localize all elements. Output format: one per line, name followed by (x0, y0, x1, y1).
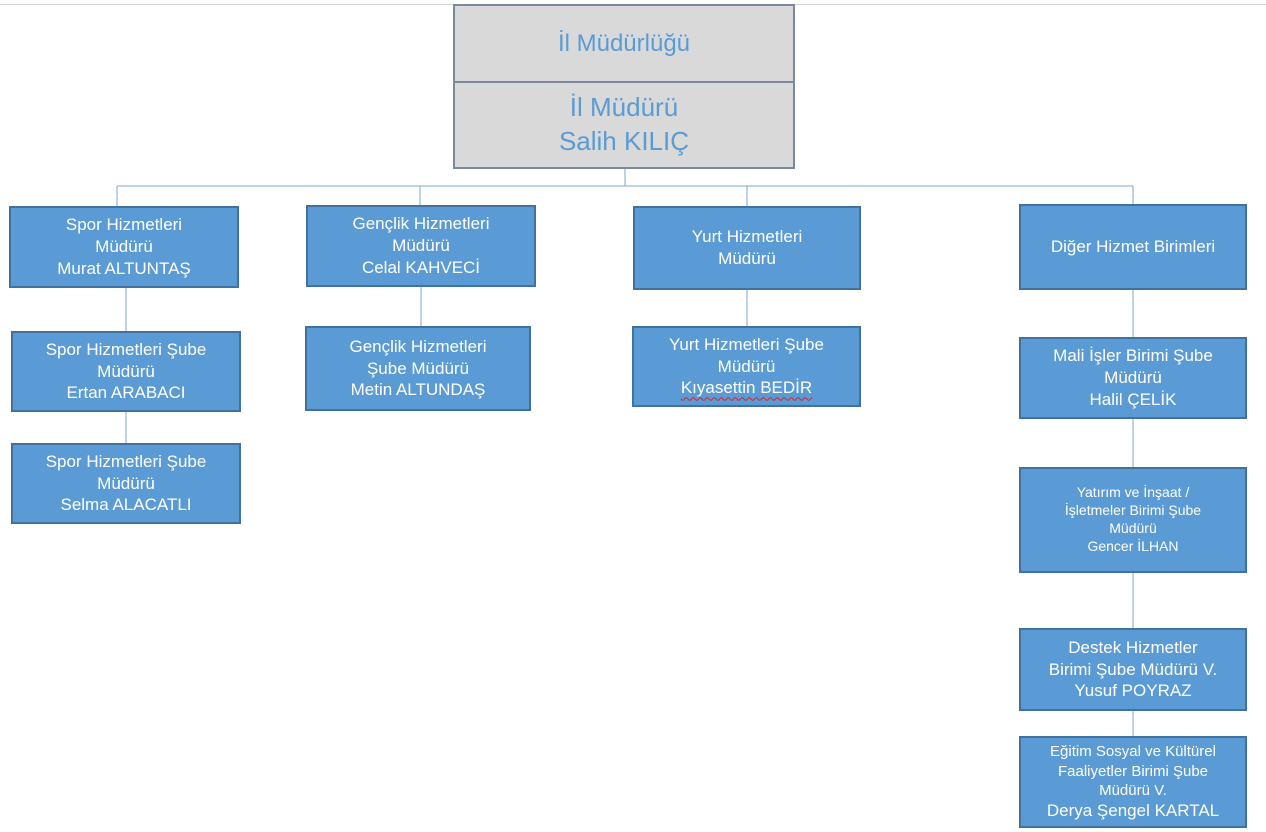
diger-director-box: Diğer Hizmet Birimleri (1019, 204, 1247, 290)
head-unit-title: İl Müdürlüğü (557, 29, 691, 57)
head-role: İl Müdürü (569, 92, 679, 123)
box-line: Murat ALTUNTAŞ (57, 258, 191, 278)
box-line: Celal KAHVECİ (361, 257, 481, 277)
spor-branch-box-2: Spor Hizmetleri Şube Müdürü Selma ALACAT… (11, 443, 241, 524)
box-line: Ertan ARABACI (66, 383, 186, 403)
box-line: Gencer İLHAN (1087, 537, 1179, 554)
box-line: Yusuf POYRAZ (1074, 681, 1192, 701)
box-line: Selma ALACATLI (60, 495, 192, 515)
head-name: Salih KILIÇ (558, 126, 690, 156)
box-line: Derya Şengel KARTAL (1046, 800, 1220, 820)
box-line: Spor Hizmetleri (65, 215, 183, 235)
box-line: Müdürü (95, 237, 153, 257)
box-line: Faaliyetler Birimi Şube (1057, 762, 1209, 780)
diger-branch-box-2: Yatırım ve İnşaat / İşletmeler Birimi Şu… (1019, 467, 1247, 573)
box-line: Müdürü (718, 249, 776, 268)
box-line: Spor Hizmetleri Şube (45, 339, 207, 359)
box-line: Birimi Şube Müdürü V. (1048, 659, 1218, 679)
box-line: Halil ÇELİK (1089, 389, 1177, 409)
yurt-branch-box-1: Yurt Hizmetleri Şube Müdürü Kıyasettin B… (632, 326, 861, 407)
box-line: Mali İşler Birimi Şube (1053, 346, 1213, 366)
head-person-box: İl Müdürü Salih KILIÇ (453, 81, 795, 169)
spor-branch-box-1: Spor Hizmetleri Şube Müdürü Ertan ARABAC… (11, 331, 241, 412)
spor-director-box: Spor Hizmetleri Müdürü Murat ALTUNTAŞ (9, 206, 239, 288)
diger-branch-box-4: Eğitim Sosyal ve Kültürel Faaliyetler Bi… (1019, 736, 1247, 828)
box-line: Yurt Hizmetleri (691, 227, 803, 247)
box-line: Metin ALTUNDAŞ (350, 380, 486, 400)
box-line: Şube Müdürü (366, 358, 470, 378)
box-line: Müdürü (717, 356, 776, 376)
box-line: Yatırım ve İnşaat / (1076, 484, 1190, 501)
box-line: Destek Hizmetler (1068, 637, 1198, 657)
diger-branch-box-3: Destek Hizmetler Birimi Şube Müdürü V. Y… (1019, 628, 1247, 711)
box-line: Spor Hizmetleri Şube (45, 451, 207, 471)
diger-branch-box-1: Mali İşler Birimi Şube Müdürü Halil ÇELİ… (1019, 337, 1247, 419)
box-line: Gençlik Hizmetleri (349, 336, 487, 356)
box-line: Müdürü V. (1099, 781, 1167, 799)
box-line: Müdürü (97, 361, 155, 381)
box-line: Diğer Hizmet Birimleri (1050, 237, 1216, 257)
box-line: Yurt Hizmetleri Şube (669, 334, 824, 354)
box-line: Müdürü (1104, 368, 1162, 388)
box-line: Kıyasettin BEDİR (680, 378, 813, 398)
head-unit-box: İl Müdürlüğü (453, 4, 795, 82)
box-line: Müdürü (392, 236, 450, 256)
box-line: İşletmeler Birimi Şube (1064, 502, 1202, 519)
box-line: Gençlik Hizmetleri (352, 214, 490, 234)
box-line: Müdürü (1109, 520, 1157, 536)
genclik-director-box: Gençlik Hizmetleri Müdürü Celal KAHVECİ (306, 205, 536, 287)
yurt-director-box: Yurt Hizmetleri Müdürü (633, 206, 861, 290)
box-line: Eğitim Sosyal ve Kültürel (1050, 743, 1216, 761)
genclik-branch-box-1: Gençlik Hizmetleri Şube Müdürü Metin ALT… (305, 326, 531, 411)
box-line: Müdürü (97, 473, 155, 493)
